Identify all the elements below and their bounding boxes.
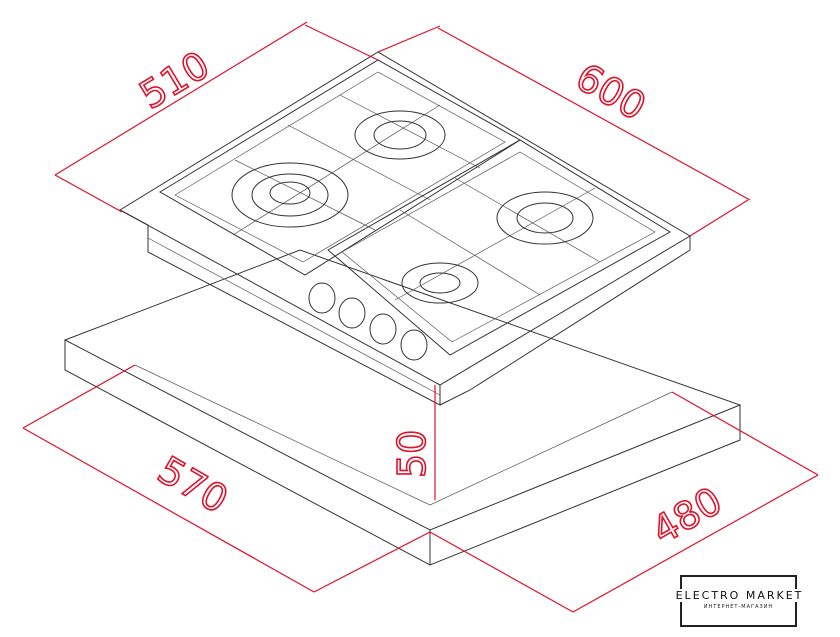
burners (231, 110, 594, 304)
control-knobs (308, 282, 428, 361)
electro-market-logo: ELECTRO MARKET ИНТЕРНЕТ-МАГАЗИН (668, 575, 811, 627)
dimension-570: 570 (151, 448, 236, 522)
dimension-50: 50 (390, 430, 434, 478)
logo-title: ELECTRO MARKET (668, 589, 811, 602)
dimension-lines (22, 21, 819, 613)
grate-left (159, 59, 521, 276)
logo-subtitle: ИНТЕРНЕТ-МАГАЗИН (703, 604, 774, 610)
dimension-510: 510 (132, 43, 217, 118)
gas-hob (119, 51, 691, 406)
cutout-opening (134, 364, 673, 506)
dimension-480: 480 (645, 478, 730, 552)
dimension-600: 600 (569, 55, 654, 129)
grate-right (327, 139, 671, 356)
countertop (63, 249, 742, 566)
